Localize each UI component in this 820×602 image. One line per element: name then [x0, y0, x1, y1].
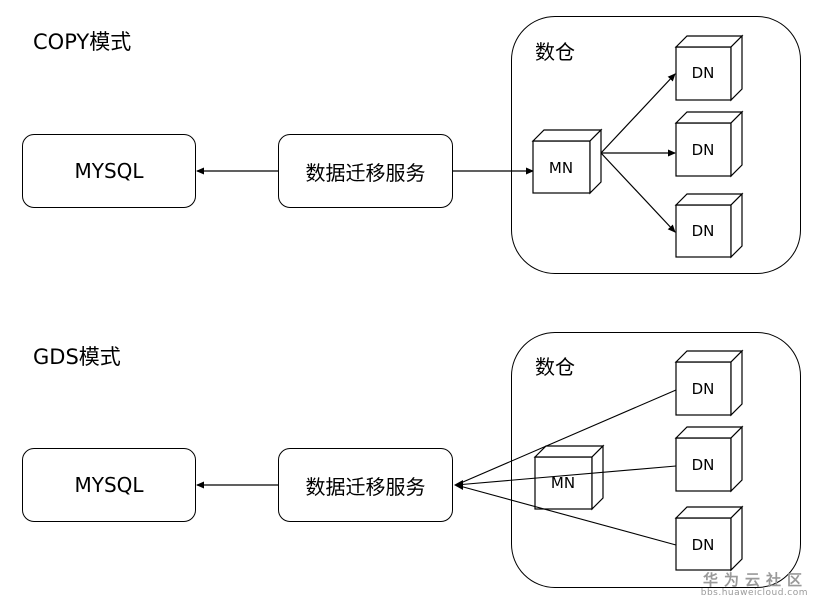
gds-service-arrowhead	[454, 480, 463, 490]
gds-migration-service-box: 数据迁移服务	[278, 448, 453, 522]
copy-mn-label: MN	[548, 159, 574, 177]
copy-warehouse-container	[511, 16, 801, 274]
huaweicloud-watermark: 华为云社区 bbs.huaweicloud.com	[701, 569, 808, 598]
gds-mysql-box: MYSQL	[22, 448, 196, 522]
copy-migration-service-box: 数据迁移服务	[278, 134, 453, 208]
copy-dn-label-3: DN	[691, 222, 715, 240]
copy-mysql-box: MYSQL	[22, 134, 196, 208]
copy-mn-cube	[531, 128, 603, 195]
copy-mn-to-dn3-arrow	[600, 152, 676, 233]
copy-warehouse-label: 数仓	[535, 40, 575, 64]
gds-warehouse-label: 数仓	[535, 355, 575, 379]
watermark-sub-text: bbs.huaweicloud.com	[700, 588, 808, 598]
copy-dn-cube-3	[674, 192, 744, 259]
watermark-main-text: 华为云社区	[702, 571, 808, 589]
copy-dn-label-2: DN	[691, 141, 715, 159]
copy-dn-label-1: DN	[691, 64, 715, 82]
gds-dn3-to-service-line	[455, 484, 677, 546]
copy-dn-cube-1	[674, 34, 744, 102]
copy-mn-to-dn1-arrow	[600, 73, 676, 154]
gds-dn-label-1: DN	[691, 380, 715, 398]
gds-dn1-to-service-line	[455, 389, 677, 486]
gds-dn-cube-3	[674, 505, 744, 572]
gds-dn-cube-1	[674, 349, 744, 417]
gds-dn-label-2: DN	[691, 456, 715, 474]
copy-dn-cube-2	[674, 110, 744, 178]
gds-dn-cube-2	[674, 425, 744, 493]
gds-mode-title: GDS模式	[33, 345, 121, 369]
gds-mn-cube	[533, 444, 605, 511]
copy-mode-title: COPY模式	[33, 30, 132, 54]
gds-mn-label: MN	[550, 474, 576, 492]
gds-dn-label-3: DN	[691, 536, 715, 554]
gds-warehouse-container	[511, 332, 801, 588]
gds-dn2-to-service-line	[455, 465, 677, 486]
